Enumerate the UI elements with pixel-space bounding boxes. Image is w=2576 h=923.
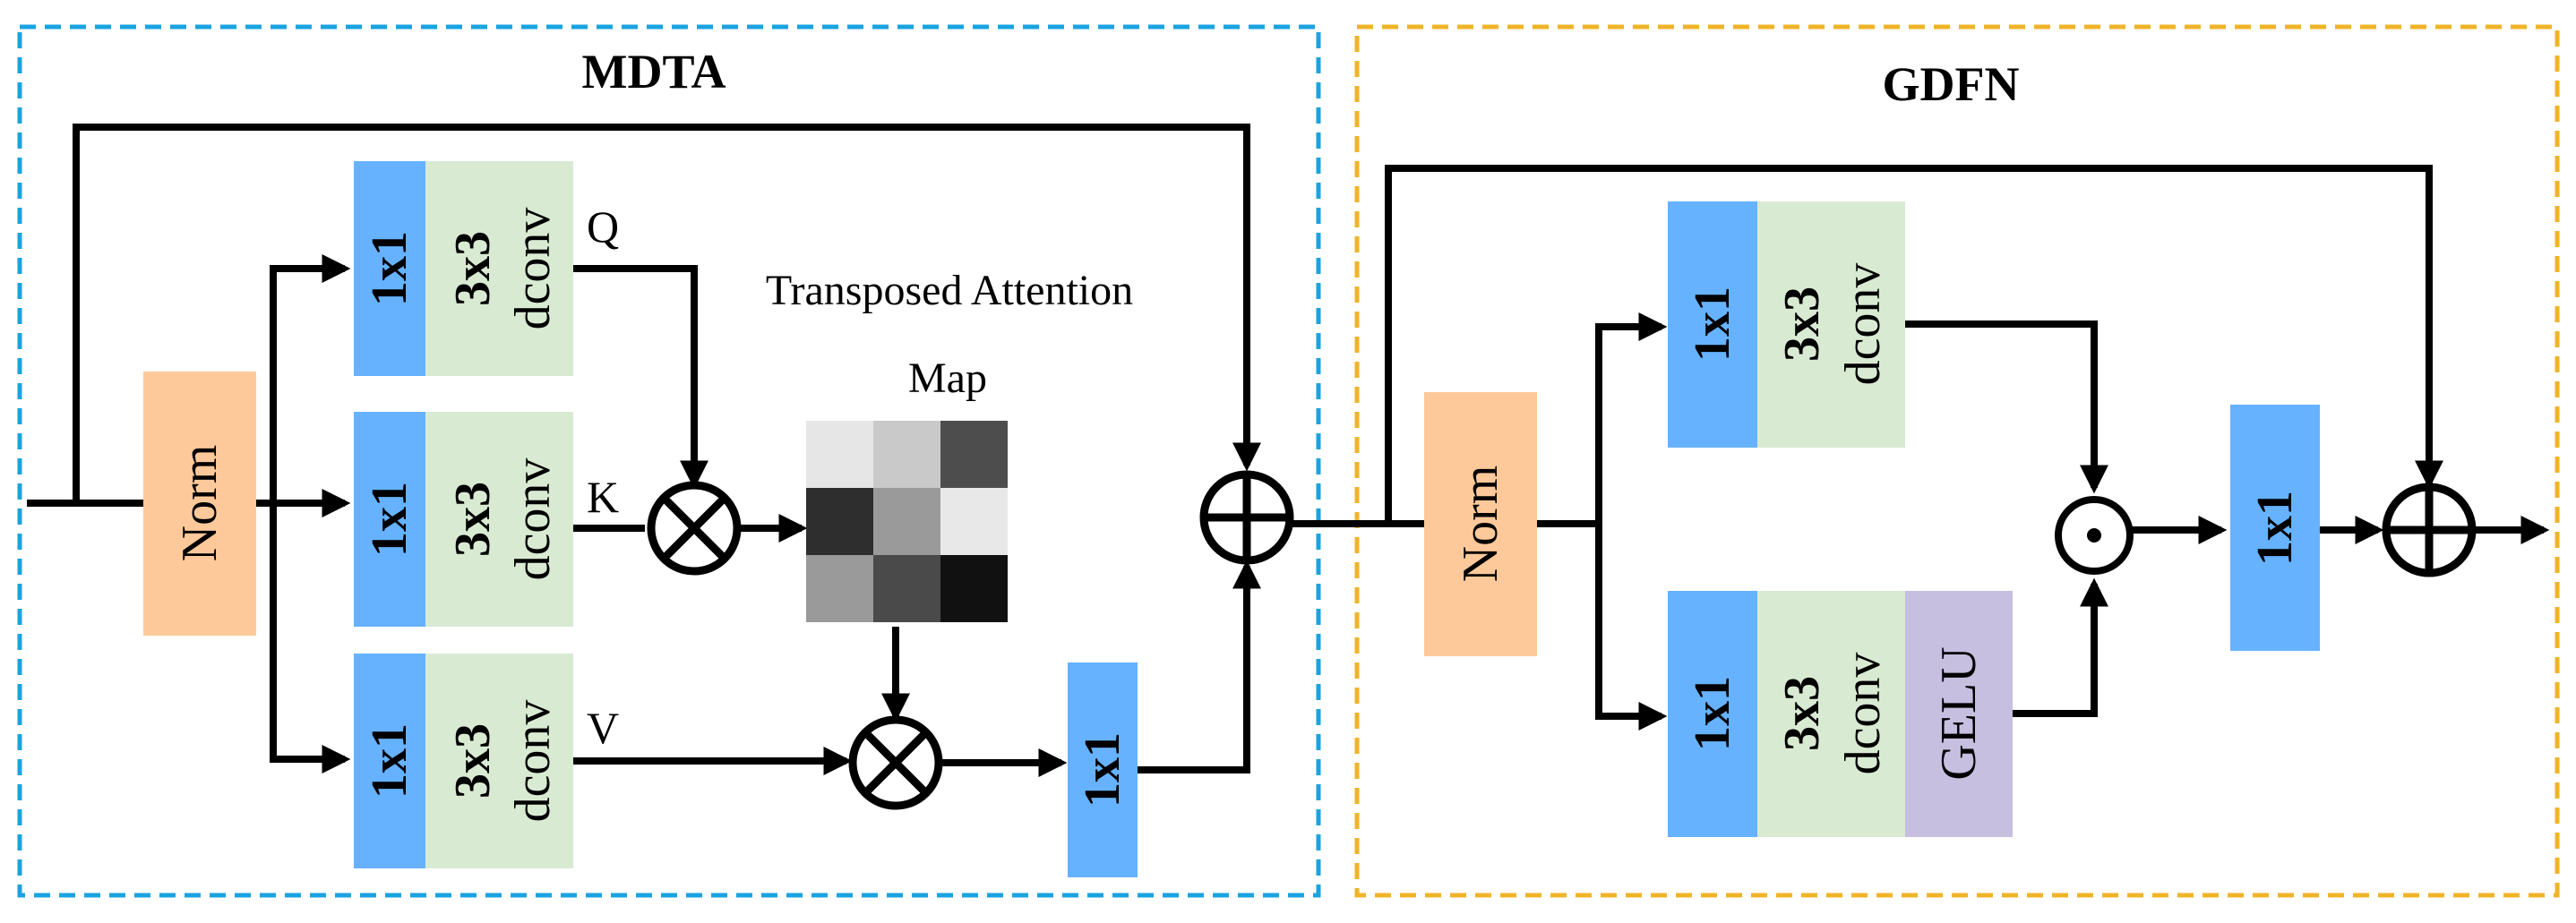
mdta-branch-q (270, 254, 351, 503)
gdfn-border (1354, 24, 2560, 898)
gdfn-title: GDFN (1883, 57, 2020, 111)
mdta-out-conv-label: 1x1 (1075, 732, 1130, 808)
q-conv3x3-label: 3x3 (445, 231, 501, 306)
gdfn-top-conv3x3-label: 3x3 (1774, 286, 1830, 362)
mdta-norm-block (143, 372, 256, 636)
gdfn-bottom-conv-block: 1x1 3x3 dconv GELU (1668, 591, 2013, 837)
circle-times-icon (848, 715, 943, 810)
k-conv1x1-label: 1x1 (362, 482, 417, 557)
out-conv-to-add (1138, 560, 1261, 773)
gelu-label: GELU (1931, 646, 1987, 780)
attention-map-cell (873, 488, 940, 555)
attention-map-cell (940, 421, 1008, 488)
mdta-title: MDTA (582, 45, 726, 98)
attention-map-cell (873, 421, 940, 488)
circle-times-icon (647, 481, 742, 576)
gdfn-skip-connection (1385, 165, 2443, 524)
attention-map-cell (806, 555, 873, 622)
attention-map-cell (873, 555, 940, 622)
gdfn-top-conv-block: 1x1 3x3 dconv (1668, 201, 1905, 448)
gdfn-branch-top (1595, 312, 1668, 524)
gdfn-top-to-gate (1905, 320, 2108, 494)
k-conv3x3-label: 3x3 (445, 482, 501, 557)
mdta-q-conv-block: 1x1 3x3 dconv (354, 161, 573, 376)
q-to-multiply (573, 265, 708, 490)
gdfn-out-conv-label: 1x1 (2247, 491, 2303, 566)
attention-map-cell (806, 421, 873, 488)
v-conv1x1-label: 1x1 (362, 723, 417, 799)
k-label: K (587, 472, 619, 522)
circle-dot-icon (2055, 496, 2134, 575)
attention-map-cell (806, 488, 873, 555)
gdfn-bottom-dconv-label: dconv (1835, 653, 1891, 775)
attention-map-label-line2: Map (908, 355, 987, 402)
q-dconv-label: dconv (505, 208, 561, 330)
gdfn-norm-label: Norm (1453, 466, 1508, 583)
gdfn-out-conv (2230, 405, 2320, 651)
circle-plus-icon (2382, 483, 2477, 577)
mdta-border (17, 24, 1321, 898)
mdta-out-conv (1068, 662, 1138, 877)
mdta-norm-label: Norm (172, 445, 228, 562)
gdfn-norm-block (1424, 392, 1537, 656)
k-dconv-label: dconv (505, 458, 561, 581)
mdta-v-conv-block: 1x1 3x3 dconv (354, 654, 573, 868)
attention-map-label-line1: Transposed Attention (766, 267, 1133, 314)
gdfn-top-conv1x1-label: 1x1 (1685, 286, 1740, 362)
gdfn-bottom-conv3x3-label: 3x3 (1774, 676, 1830, 751)
q-conv1x1-label: 1x1 (362, 231, 417, 306)
circle-plus-icon (1199, 470, 1294, 565)
gdfn-bottom-to-gate (2013, 577, 2108, 717)
v-conv3x3-label: 3x3 (445, 723, 501, 799)
mdta-branch-v (270, 503, 351, 773)
attention-map-cell (940, 555, 1008, 622)
attention-map-cell (940, 488, 1008, 555)
v-label: V (587, 703, 619, 753)
v-dconv-label: dconv (505, 700, 561, 823)
mdta-k-conv-block: 1x1 3x3 dconv (354, 412, 573, 627)
gdfn-branch-bottom (1595, 524, 1668, 731)
gdfn-top-dconv-label: dconv (1835, 263, 1891, 386)
gdfn-bottom-conv1x1-label: 1x1 (1685, 676, 1740, 751)
q-label: Q (587, 201, 619, 252)
transposed-attention-map (806, 421, 1008, 622)
